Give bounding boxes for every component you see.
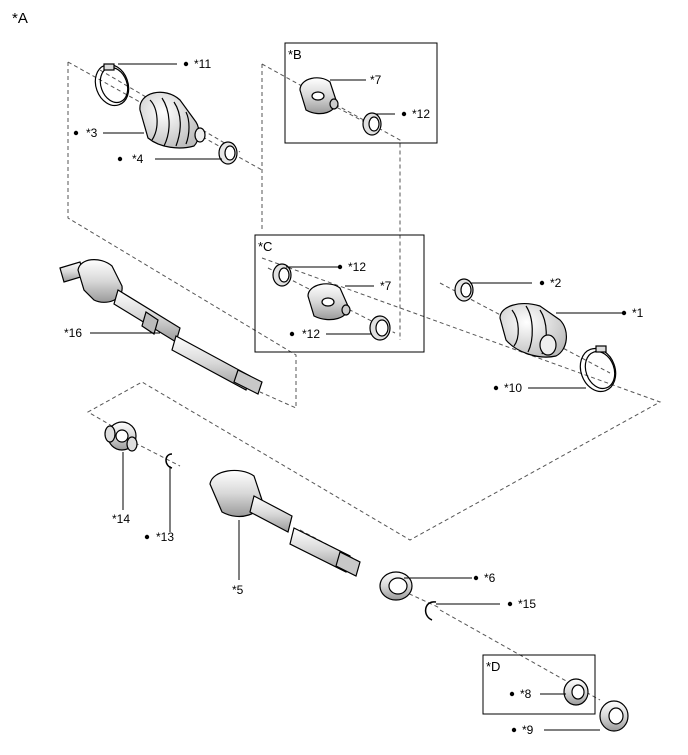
snap-ring-13 bbox=[165, 453, 173, 469]
inboard-joint-shaft-5 bbox=[209, 469, 361, 577]
boot-clamp-4 bbox=[218, 141, 238, 165]
snap-ring-15 bbox=[424, 601, 437, 621]
callout-11: *11 bbox=[194, 57, 212, 71]
snap-ring-12-c-top bbox=[272, 263, 292, 287]
assembly-guide-lines bbox=[67, 61, 662, 701]
box-b bbox=[284, 42, 438, 144]
boot-clamp-2 bbox=[454, 278, 474, 302]
box-c bbox=[254, 234, 425, 353]
callout-15: *15 bbox=[518, 597, 537, 611]
callout-7-b: *7 bbox=[370, 73, 382, 87]
box-label-c: *C bbox=[258, 239, 273, 254]
deflector-9 bbox=[599, 700, 629, 732]
callout-6: *6 bbox=[484, 571, 496, 585]
bullet-dots bbox=[73, 61, 627, 733]
boot-1 bbox=[499, 303, 567, 358]
leader-lines bbox=[90, 63, 624, 731]
box-d bbox=[482, 654, 596, 715]
bearing-6 bbox=[379, 571, 413, 601]
callout-12-c-top: *12 bbox=[348, 260, 367, 274]
dust-seal-8 bbox=[563, 678, 589, 706]
callout-5: *5 bbox=[232, 583, 244, 597]
callout-8: *8 bbox=[520, 687, 532, 701]
callout-16: *16 bbox=[64, 326, 83, 340]
callout-4: *4 bbox=[132, 152, 144, 166]
box-label-d: *D bbox=[486, 659, 501, 674]
callout-13: *13 bbox=[156, 530, 175, 544]
tripod-joint-14 bbox=[104, 421, 138, 452]
snap-ring-12-c-bottom bbox=[369, 315, 391, 341]
main-label: *A bbox=[12, 10, 28, 27]
tripod-roller-7-c bbox=[307, 283, 351, 321]
tripod-roller-7-b bbox=[299, 77, 339, 115]
callout-2: *2 bbox=[550, 276, 562, 290]
callout-10: *10 bbox=[504, 381, 523, 395]
snap-ring-12-b bbox=[362, 112, 382, 136]
callout-1: *1 bbox=[632, 306, 644, 320]
callout-12-c-bottom: *12 bbox=[302, 327, 321, 341]
callout-9: *9 bbox=[522, 723, 534, 737]
callout-7-c: *7 bbox=[380, 279, 392, 293]
box-label-b: *B bbox=[288, 47, 302, 62]
outboard-joint-shaft-16 bbox=[59, 259, 263, 395]
callout-3: *3 bbox=[86, 126, 98, 140]
callout-12-b: *12 bbox=[412, 107, 431, 121]
callout-14: *14 bbox=[112, 512, 131, 526]
boot-clamp-11 bbox=[94, 63, 130, 107]
boot-clamp-10 bbox=[579, 345, 617, 393]
boot-3 bbox=[139, 91, 206, 149]
